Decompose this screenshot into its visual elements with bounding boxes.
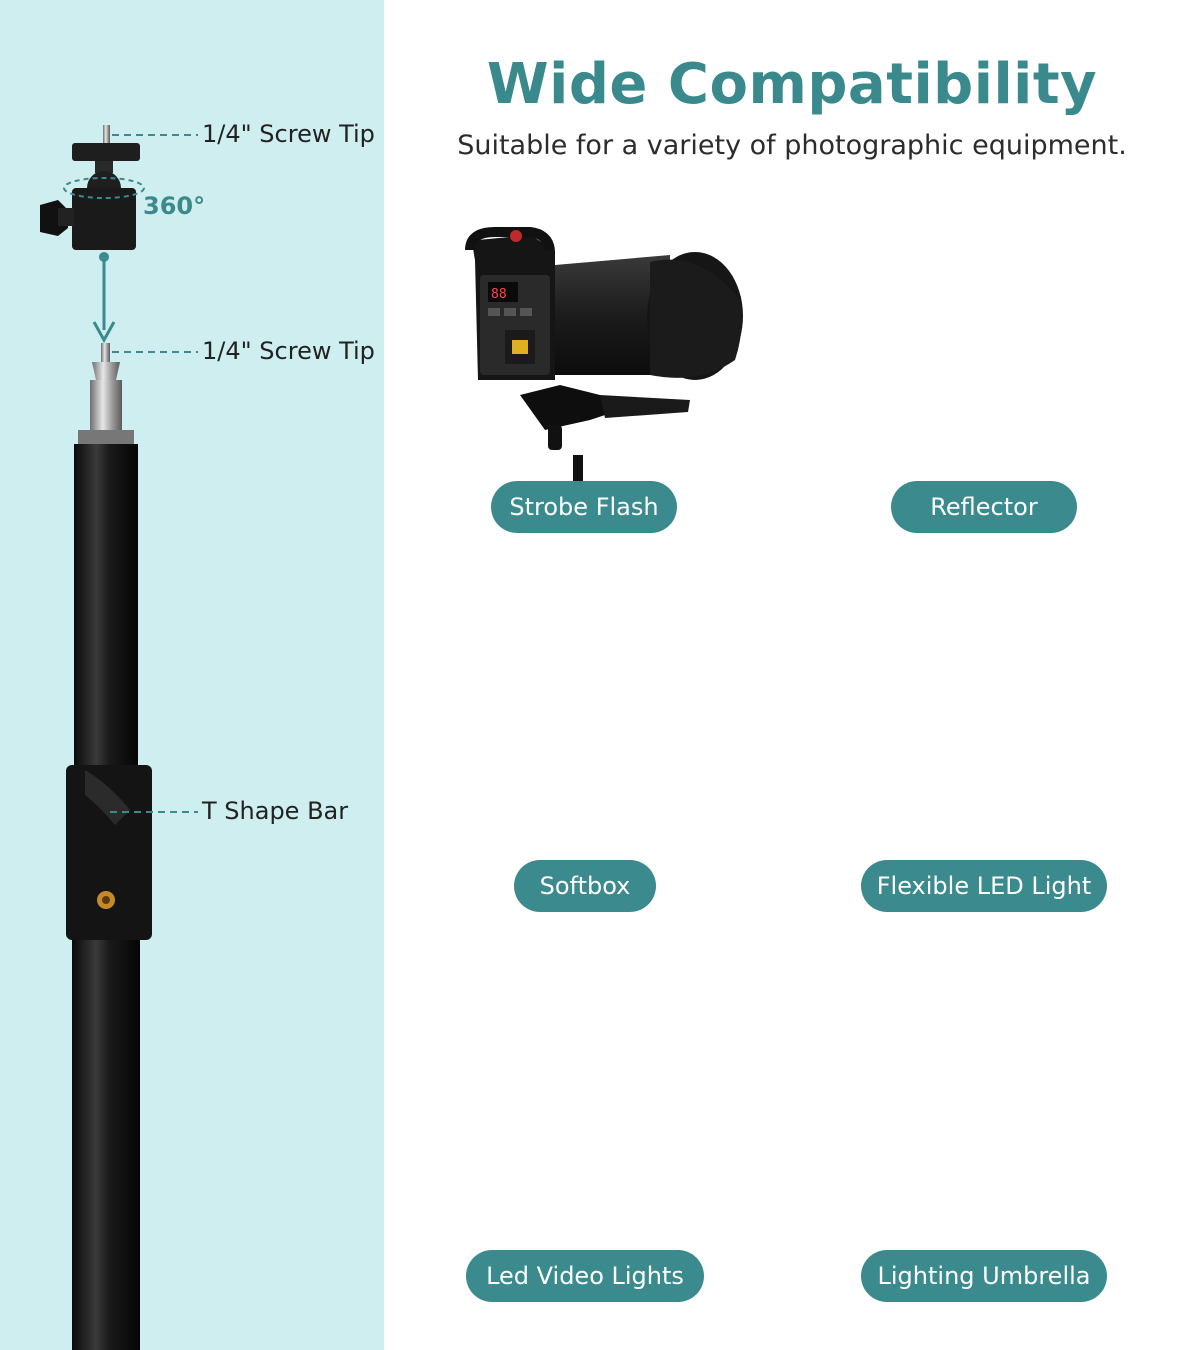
label-flexible-led-light: Flexible LED Light xyxy=(861,860,1107,912)
label-strobe-flash: Strobe Flash xyxy=(491,481,677,533)
label-led-video-lights: Led Video Lights xyxy=(466,1250,704,1302)
label-reflector: Reflector xyxy=(891,481,1077,533)
right-panel xyxy=(384,0,1200,1350)
screw-tip-icon xyxy=(101,343,110,363)
strobe-flash-icon: 88 xyxy=(465,227,743,485)
callout-rotation: 360° xyxy=(143,192,206,220)
mount-arrow-icon xyxy=(92,252,116,344)
ball-head-icon xyxy=(40,125,145,250)
t-shape-bar-icon xyxy=(66,765,152,940)
callout-t-shape-bar: T Shape Bar xyxy=(202,797,349,825)
pole-upper xyxy=(74,444,138,774)
svg-text:88: 88 xyxy=(491,287,507,302)
callout-screw-tip-top: 1/4" Screw Tip xyxy=(202,120,375,148)
label-softbox: Softbox xyxy=(514,860,656,912)
label-lighting-umbrella: Lighting Umbrella xyxy=(861,1250,1107,1302)
page-subtitle: Suitable for a variety of photographic e… xyxy=(457,130,1127,161)
pole-lower xyxy=(72,940,140,1350)
callout-screw-tip-bottom: 1/4" Screw Tip xyxy=(202,337,375,365)
light-stand xyxy=(40,125,198,1350)
page-title: Wide Compatibility xyxy=(486,52,1098,117)
